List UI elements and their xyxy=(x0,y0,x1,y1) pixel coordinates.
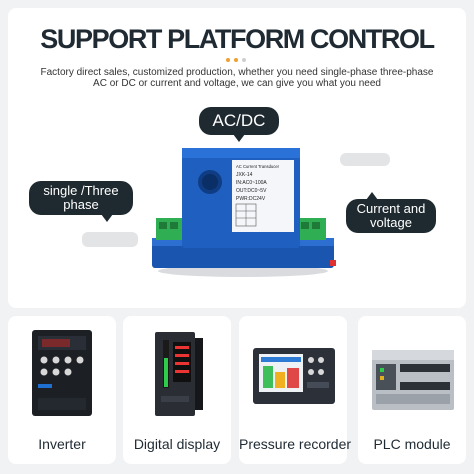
device-label-line: AC Current Transducer xyxy=(236,164,280,169)
acdc-bubble: AC/DC xyxy=(199,107,279,142)
device-label-line: IN:AC0~100A xyxy=(236,180,267,186)
page-subtitle: Factory direct sales, customized product… xyxy=(20,67,454,89)
product-label: Pressure recorder xyxy=(239,436,352,452)
device-label-line: PWR:DC24V xyxy=(236,196,266,202)
current-voltage-bubble: Current and voltage xyxy=(346,192,436,233)
product-card-inverter[interactable]: Inverter xyxy=(8,316,116,464)
title-dots xyxy=(218,58,258,64)
device-label-line: JXK-14 xyxy=(236,172,253,178)
digital-display-icon xyxy=(155,332,203,416)
product-label: Digital display xyxy=(133,436,221,452)
dot xyxy=(234,58,238,62)
inverter-icon xyxy=(32,330,92,416)
bubble-line: voltage xyxy=(370,215,412,230)
bubble-line: phase xyxy=(63,197,99,212)
current-transducer-image: AC Current Transducer JXK-14 IN:AC0~100A… xyxy=(152,148,336,277)
product-label: PLC module xyxy=(373,436,451,452)
product-card-plc-module[interactable]: PLC module xyxy=(358,316,466,464)
product-label: Inverter xyxy=(38,436,86,452)
dot xyxy=(226,58,230,62)
dot xyxy=(242,58,246,62)
bubble-line: single /Three xyxy=(43,183,119,198)
single-three-phase-bubble: single /Three phase xyxy=(29,181,133,222)
pressure-recorder-icon xyxy=(253,348,335,404)
placeholder-bar xyxy=(82,232,138,247)
bubble-line: Current and xyxy=(356,201,426,216)
device-label-line: OUT:DC0~5V xyxy=(236,188,267,194)
page-title: SUPPORT PLATFORM CONTROL xyxy=(40,24,435,54)
product-card-digital-display[interactable]: Digital display xyxy=(123,316,231,464)
subtitle-line: Factory direct sales, customized product… xyxy=(40,67,434,78)
placeholder-bar xyxy=(340,153,390,166)
plc-module-icon xyxy=(372,350,454,410)
product-card-pressure-recorder[interactable]: Pressure recorder xyxy=(239,316,352,464)
subtitle-line: AC or DC or current and voltage, we can … xyxy=(93,78,381,89)
